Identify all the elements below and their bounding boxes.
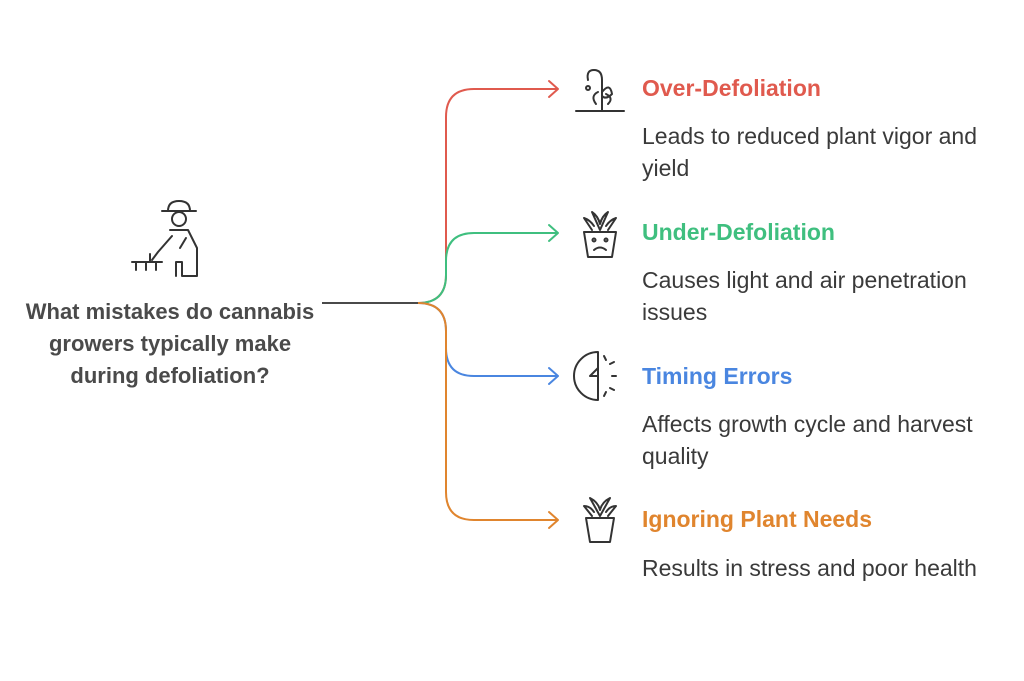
- item-description-ignoring-plant-needs: Results in stress and poor health: [642, 555, 977, 581]
- item-title-over-defoliation: Over-Defoliation: [642, 75, 821, 101]
- central-question: What mistakes do cannabis growers typica…: [25, 299, 315, 388]
- item-description-timing-errors: Affects growth cycle and harvest quality: [642, 411, 973, 469]
- item-description-under-defoliation: Causes light and air penetration issues: [642, 267, 967, 325]
- branch-connector-timing-errors: [417, 302, 558, 377]
- item-title-timing-errors: Timing Errors: [642, 363, 793, 389]
- branch-connector-ignoring-plant-needs: [417, 302, 558, 521]
- gardener-icon: [131, 200, 198, 277]
- item-title-ignoring-plant-needs: Ignoring Plant Needs: [642, 506, 873, 532]
- branch-connector-under-defoliation: [417, 232, 558, 304]
- arrow-head-under-defoliation: [548, 224, 559, 242]
- arrow-head-timing-errors: [548, 367, 559, 385]
- potted-plant-icon: [583, 497, 617, 543]
- arrow-head-ignoring-plant-needs: [548, 511, 559, 529]
- item-description-over-defoliation: Leads to reduced plant vigor and yield: [642, 123, 978, 181]
- sad-potted-plant-icon: [583, 211, 617, 258]
- arrow-head-over-defoliation: [548, 80, 559, 98]
- item-title-under-defoliation: Under-Defoliation: [642, 219, 835, 245]
- wilted-plant-icon: [575, 69, 625, 112]
- half-clock-icon: [573, 351, 617, 401]
- branch-connector-over-defoliation: [417, 88, 558, 304]
